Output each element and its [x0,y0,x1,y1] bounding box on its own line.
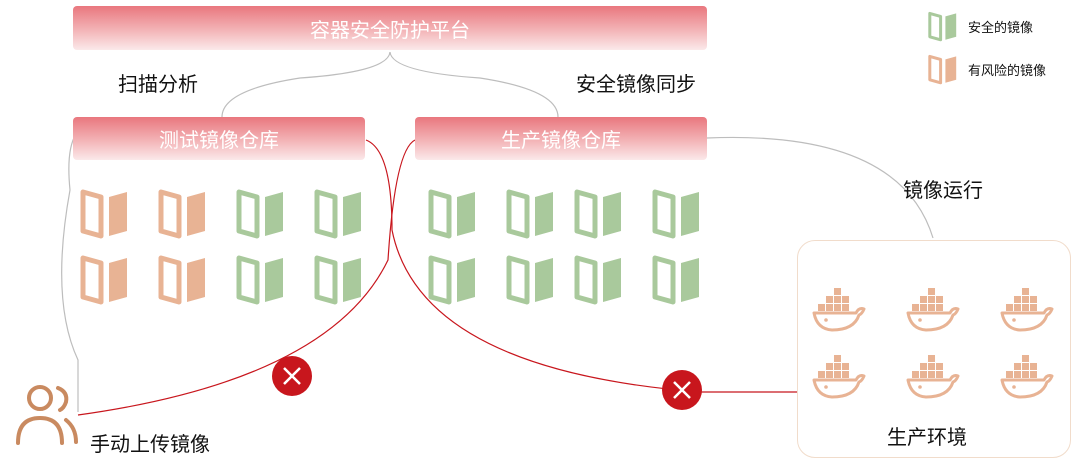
safe-image-icon [314,253,364,309]
manual-upload-label: 手动上传镜像 [90,432,210,456]
prod-env-box: 生产环境 [797,240,1071,458]
safe-image-icon [506,187,556,243]
test-repo-title: 测试镜像仓库 [159,128,279,152]
sync-label: 安全镜像同步 [576,72,696,96]
safe-image-icon [574,253,624,309]
user-group-icon [16,385,78,445]
blocked-x-icon [272,356,312,396]
risky-image-icon [158,253,208,309]
safe-image-icon [236,187,286,243]
docker-whale-icon [906,353,962,403]
risky-image-icon [928,53,958,89]
docker-whale-icon [1000,286,1056,336]
blocked-upload-line [77,139,416,416]
platform-title-bar: 容器安全防护平台 [73,6,707,50]
docker-whale-icon [1000,353,1056,403]
manual-to-test-line [61,133,79,412]
safe-image-icon [236,253,286,309]
blocked-deploy-line [365,139,798,393]
prod-repo-title-bar: 生产镜像仓库 [415,117,707,160]
safe-image-icon [574,187,624,243]
scan-label: 扫描分析 [118,72,198,96]
legend-risky-label: 有风险的镜像 [968,64,1047,79]
prod-repo-title: 生产镜像仓库 [501,128,621,152]
safe-image-icon [428,187,478,243]
safe-image-icon [506,253,556,309]
legend-safe-label: 安全的镜像 [968,21,1034,36]
risky-image-icon [158,187,208,243]
safe-image-icon [314,187,364,243]
safe-image-icon [428,253,478,309]
run-label: 镜像运行 [903,178,983,202]
platform-brace [221,51,559,118]
safe-image-icon [928,10,958,46]
safe-image-icon [652,187,702,243]
docker-whale-icon [906,286,962,336]
risky-image-icon [80,187,130,243]
test-repo-title-bar: 测试镜像仓库 [73,117,365,160]
docker-whale-icon [812,353,868,403]
risky-image-icon [80,253,130,309]
docker-whale-icon [812,286,868,336]
platform-title: 容器安全防护平台 [310,17,470,42]
run-line [706,136,934,239]
blocked-x-icon [662,370,702,410]
safe-image-icon [652,253,702,309]
prod-env-label: 生产环境 [887,425,967,449]
